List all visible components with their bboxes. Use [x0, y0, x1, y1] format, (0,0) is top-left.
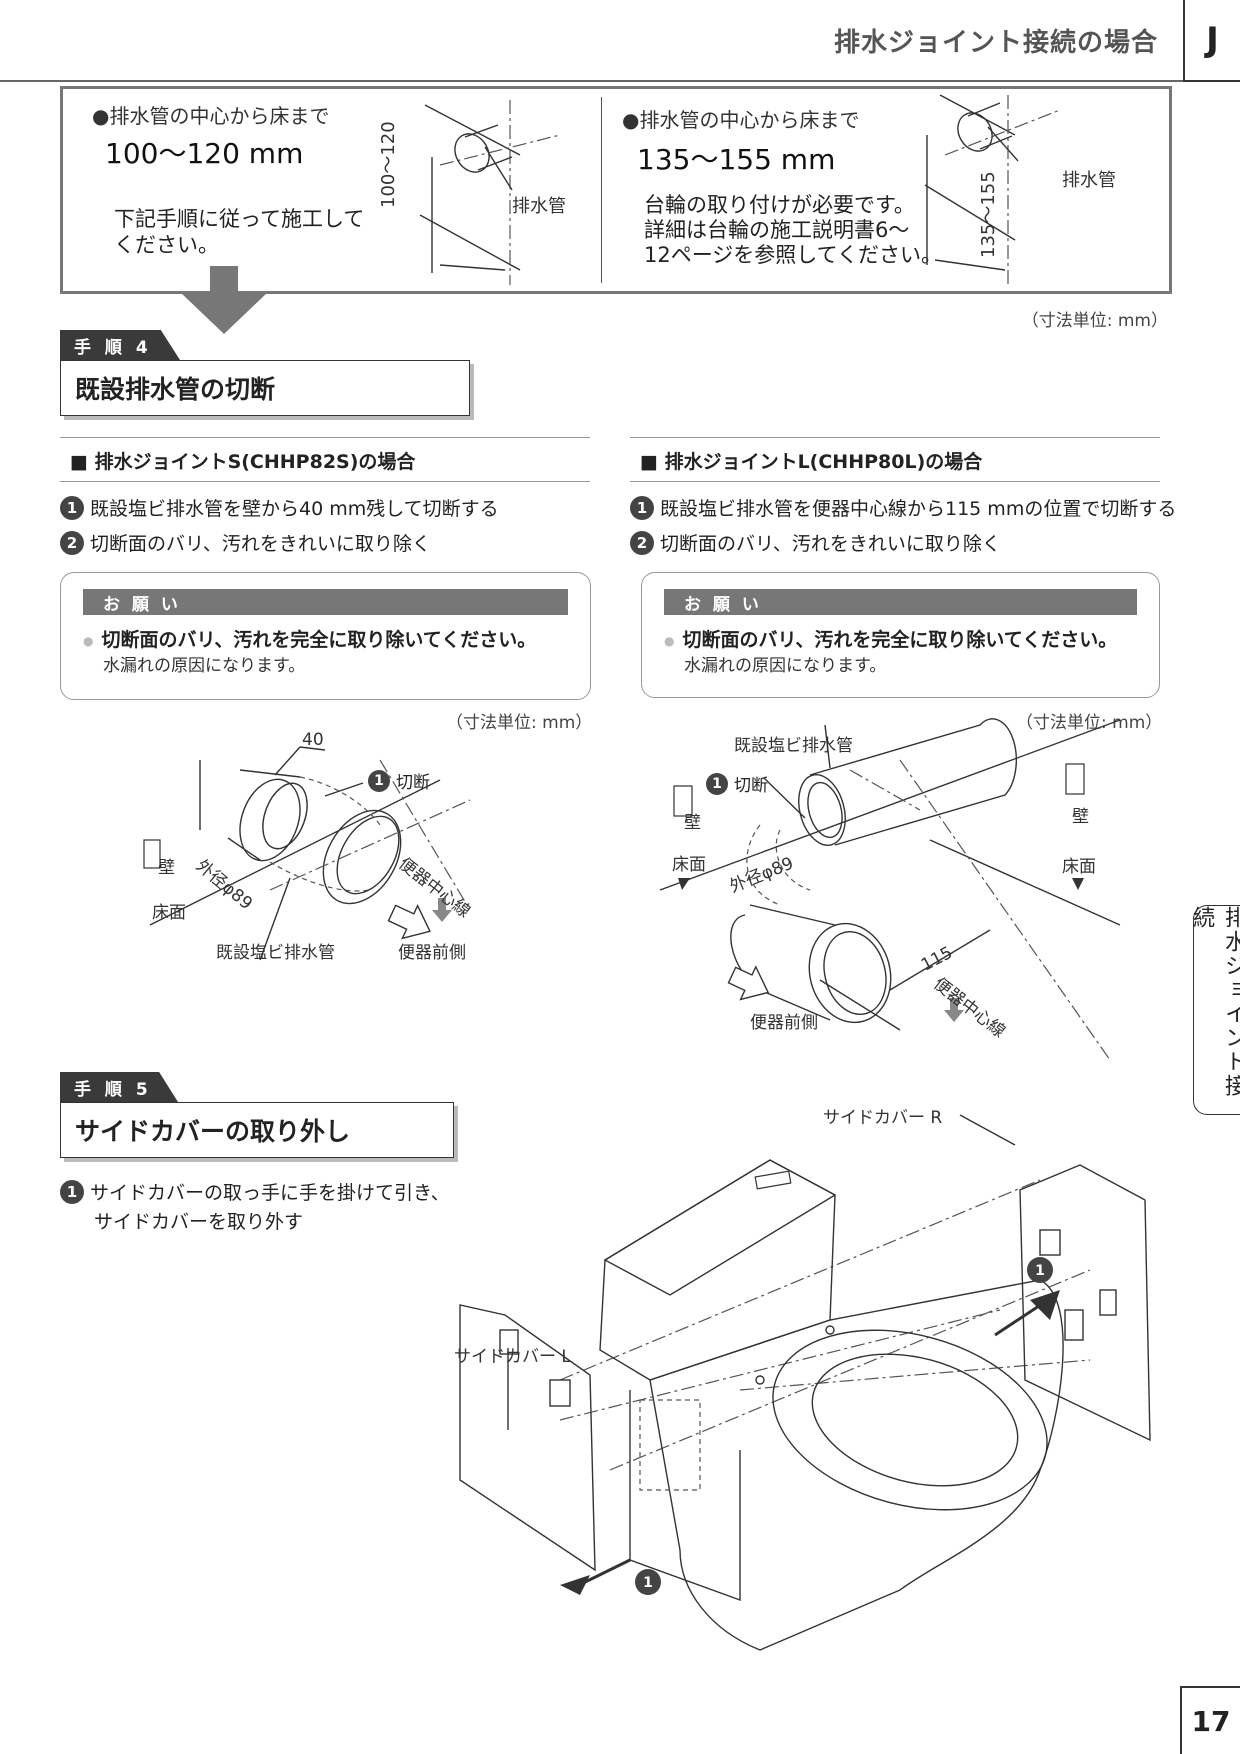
- drain-height-box: [60, 86, 1172, 294]
- caution-title: お 願 い: [664, 589, 1137, 615]
- wall-label-s: 壁: [158, 858, 175, 878]
- step4-right-item-1: 1 既設塩ビ排水管を便器中心線から115 mmの位置で切断する: [630, 494, 1176, 521]
- arrow-number-l: 1: [643, 1575, 653, 1591]
- step4-tab: 手 順 4: [60, 330, 180, 360]
- pipe-label-l: 既設塩ビ排水管: [734, 736, 853, 756]
- floor-left-label-l: 床面: [672, 855, 706, 875]
- wall-right-label-l: 壁: [1072, 807, 1089, 827]
- toilet-side-cover-diagram: 1 1: [459, 1114, 1151, 1651]
- caution-line-2: 水漏れの原因になります。: [103, 656, 306, 676]
- box-divider: [601, 97, 602, 283]
- step4-right-heading: ■ 排水ジョイントL(CHHP80L)の場合: [640, 451, 983, 473]
- step4-right-unit-note: （寸法単位: mm）: [1016, 713, 1163, 733]
- caution-title: お 願 い: [83, 589, 568, 615]
- arrow-number-r: 1: [1035, 1263, 1045, 1279]
- cut-label-l: 1 切断: [706, 771, 768, 796]
- caution-line-1: 切断面のバリ、汚れを完全に取り除いてください。: [664, 625, 1117, 652]
- left-instruction-1: 下記手順に従って施工して: [114, 207, 365, 231]
- step4-left-item-2: 2 切断面のバリ、汚れをきれいに取り除く: [60, 529, 431, 556]
- side-cover-l-label: サイドカバー L: [454, 1347, 571, 1367]
- side-cover-r-label: サイドカバー R: [823, 1108, 943, 1128]
- right-pipe-label: 排水管: [1062, 170, 1116, 191]
- step5-item-1-line-2: サイドカバーを取り外す: [94, 1211, 304, 1233]
- step4-right-rule-bottom: [630, 481, 1160, 482]
- front-label-s: 便器前側: [398, 943, 466, 963]
- step4-left-rule-top: [60, 437, 590, 438]
- right-pipe-diagram: [924, 94, 1061, 285]
- step4-title: 既設排水管の切断: [60, 360, 470, 416]
- step4-left-heading: ■ 排水ジョイントS(CHHP82S)の場合: [70, 451, 416, 473]
- dim-40-label: 40: [302, 730, 324, 750]
- cut-label-s: 1 切断: [368, 768, 430, 793]
- down-arrow-icon: [180, 266, 268, 334]
- step5-tab: 手 順 5: [60, 1072, 178, 1102]
- wall-left-label-l: 壁: [684, 813, 701, 833]
- cut-text-l: 切断: [734, 776, 768, 796]
- step4-left-caution: お 願 い 切断面のバリ、汚れを完全に取り除いてください。 水漏れの原因になりま…: [60, 572, 591, 700]
- step4-right-item-2: 2 切断面のバリ、汚れをきれいに取り除く: [630, 529, 1001, 556]
- step4-right-caution: お 願 い 切断面のバリ、汚れを完全に取り除いてください。 水漏れの原因になりま…: [641, 572, 1160, 698]
- pipe-label-s: 既設塩ビ排水管: [216, 943, 335, 963]
- cut-text-s: 切断: [396, 773, 430, 793]
- floor-right-label-l: 床面: [1062, 857, 1096, 877]
- step-number-1: 1: [60, 1179, 84, 1204]
- step4-right-rule-top: [630, 437, 1160, 438]
- top-unit-note: （寸法単位: mm）: [1021, 311, 1168, 331]
- header-title: 排水ジョイント接続の場合: [833, 28, 1158, 58]
- left-instruction-2: ください。: [114, 233, 219, 257]
- left-height-label: ●排水管の中心から床まで: [92, 104, 330, 128]
- front-label-l: 便器前側: [750, 1013, 818, 1033]
- header-rule: [0, 80, 1183, 82]
- floor-label-s: 床面: [152, 903, 186, 923]
- left-dim-label: 100～120: [378, 121, 399, 208]
- step4-left-item-1: 1 既設塩ビ排水管を壁から40 mm残して切断する: [60, 494, 499, 521]
- pipe-cut-diagram-l: [659, 718, 1121, 1061]
- section-side-tab: 排水ジョイント接続: [1189, 905, 1240, 1115]
- right-dim-label: 135～155: [978, 171, 999, 258]
- section-letter: J: [1183, 0, 1240, 82]
- left-height-range: 100～120 mm: [105, 137, 304, 170]
- step4-left-item-1-text: 既設塩ビ排水管を壁から40 mm残して切断する: [90, 498, 499, 520]
- page-number: 17: [1180, 1686, 1240, 1754]
- step-number-1: 1: [60, 495, 84, 520]
- step-number-1: 1: [630, 495, 654, 520]
- left-pipe-diagram: [419, 100, 561, 285]
- step5-item-1-line-1: サイドカバーの取っ手に手を掛けて引き、: [90, 1182, 450, 1204]
- step5-item-1: 1 サイドカバーの取っ手に手を掛けて引き、: [60, 1178, 450, 1205]
- step4-left-item-2-text: 切断面のバリ、汚れをきれいに取り除く: [90, 533, 431, 555]
- step4-right-item-1-text: 既設塩ビ排水管を便器中心線から115 mmの位置で切断する: [660, 498, 1177, 520]
- right-height-label: ●排水管の中心から床まで: [622, 108, 860, 132]
- step4-left-rule-bottom: [60, 481, 590, 482]
- right-instruction-2: 詳細は台輪の施工説明書6～: [644, 218, 910, 242]
- step4-right-item-2-text: 切断面のバリ、汚れをきれいに取り除く: [660, 533, 1001, 555]
- step-number-2: 2: [630, 530, 654, 555]
- right-instruction-3: 12ページを参照してください。: [644, 243, 943, 267]
- step5-title: サイドカバーの取り外し: [60, 1102, 454, 1158]
- right-instruction-1: 台輪の取り付けが必要です。: [644, 193, 915, 217]
- right-height-range: 135～155 mm: [637, 143, 836, 176]
- caution-line-2: 水漏れの原因になります。: [684, 656, 887, 676]
- pipe-cut-diagram-s: [143, 746, 471, 961]
- cut-number-l: 1: [706, 772, 728, 795]
- caution-line-1: 切断面のバリ、汚れを完全に取り除いてください。: [83, 625, 536, 652]
- step4-left-unit-note: （寸法単位: mm）: [446, 713, 593, 733]
- step-number-2: 2: [60, 530, 84, 555]
- cut-number-s: 1: [368, 769, 390, 792]
- left-pipe-label: 排水管: [512, 196, 566, 217]
